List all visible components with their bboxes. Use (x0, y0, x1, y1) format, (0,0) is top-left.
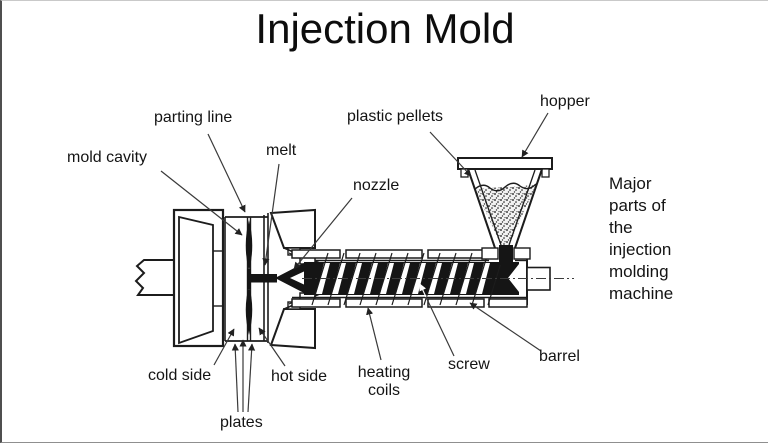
caption-line-1: Major (609, 174, 652, 193)
arrow-screw (419, 283, 427, 298)
label-heating-coils-line1: heating (357, 364, 411, 381)
label-barrel: barrel (539, 348, 580, 365)
arrow-plastic-pellets (429, 131, 472, 177)
caption-line-3: the (609, 218, 633, 237)
arrow-plates-1 (231, 343, 239, 413)
label-nozzle: nozzle (353, 177, 400, 194)
label-mold-cavity: mold cavity (67, 149, 148, 166)
label-parting-line: parting line (154, 109, 233, 126)
arrow-parting-line (207, 133, 246, 213)
hopper-shape (457, 157, 553, 265)
molded-part (245, 220, 277, 335)
caption-line-6: machine (609, 284, 674, 303)
label-melt: melt (266, 142, 297, 159)
label-plastic-pellets: plastic pellets (347, 108, 444, 125)
label-heating-coils: heating coils (352, 364, 416, 399)
drive-shaft (302, 266, 574, 291)
moving-platen (172, 208, 225, 348)
screw-flight-windows (316, 263, 490, 294)
arrow-heating-coils (366, 307, 382, 361)
arrow-screw-tail (425, 296, 455, 357)
arrow-hot-side (258, 327, 286, 367)
arrow-melt (262, 163, 280, 266)
screw-flight-lines (311, 252, 505, 306)
label-plates: plates (220, 414, 263, 431)
caption-major-parts: Major parts of the injection molding mac… (609, 173, 673, 305)
label-cold-side: cold side (148, 367, 212, 384)
caption-line-2: parts of (609, 196, 666, 215)
caption-line-5: molding (609, 262, 669, 281)
label-arrows (160, 112, 549, 413)
label-screw: screw (448, 356, 490, 373)
arrow-hopper (521, 112, 549, 158)
label-hopper: hopper (540, 93, 590, 110)
label-heating-coils-line2: coils (367, 381, 400, 399)
arrow-barrel (469, 302, 542, 352)
clamp-ram (134, 259, 174, 296)
arrow-cold-side (213, 328, 235, 366)
page-title: Injection Mold (255, 5, 515, 52)
arrow-plates-3 (247, 343, 256, 413)
caption-line-4: injection (609, 240, 672, 259)
plastic-pellets-fill (474, 182, 537, 245)
arrow-nozzle (293, 197, 353, 270)
label-hot-side: hot side (271, 368, 328, 385)
nozzle-shape (275, 262, 305, 294)
arrow-mold-cavity (160, 170, 243, 236)
